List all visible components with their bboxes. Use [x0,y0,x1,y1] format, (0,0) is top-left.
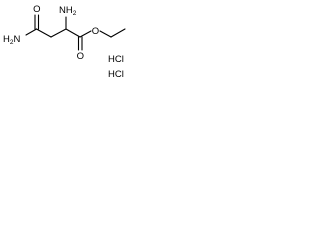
ester-och2-bond [99,30,112,38]
amine-nitrogen-label: NH2 [59,5,77,17]
amide-nitrogen-label: H2N [3,34,21,46]
amide-ch2-bond [35,28,52,38]
amide-nitrogen-subscript: 2 [10,39,14,46]
amide-nitrogen-n: N [14,34,21,45]
ethyl-bond [110,28,126,38]
ch2-alpha-bond [50,28,67,38]
amine-nitrogen-subscript: 2 [73,10,77,17]
hcl-salt-label-1: HCl [108,54,124,65]
ester-oxygen-label: O [92,26,99,37]
ester-co-bond [79,30,92,38]
amide-oxygen-label: O [33,4,40,15]
amide-nitrogen-h: H [3,34,10,45]
alpha-ester-bond [65,28,81,38]
amide-cn-bond [25,28,38,36]
ester-carbonyl-oxygen-label: O [77,51,84,62]
chemical-structure: O H2N NH2 O O HCl HCl [3,4,126,80]
amine-nitrogen-nh: NH [59,5,73,16]
hcl-salt-label-2: HCl [108,69,124,80]
